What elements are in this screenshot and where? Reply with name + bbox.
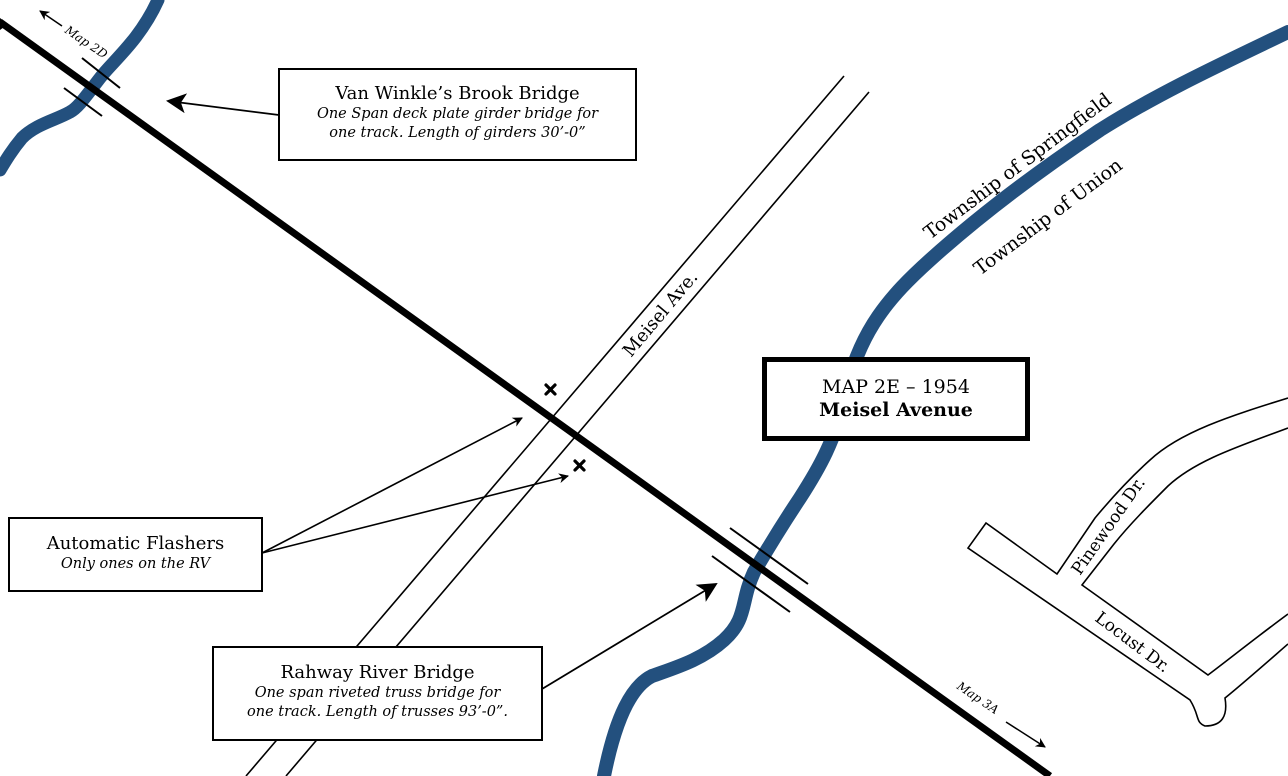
railroad-end-cap <box>0 18 8 30</box>
van-winkle-title: Van Winkle’s Brook Bridge <box>335 83 580 104</box>
locust-dr-label: Locust Dr. <box>1091 608 1174 677</box>
map-title-line2: Meisel Avenue <box>819 399 973 421</box>
residential-streets <box>966 397 1288 727</box>
map-title-line1: MAP 2E – 1954 <box>822 376 970 398</box>
rahway-river <box>597 25 1288 776</box>
flasher-arrow-icon-1 <box>261 417 523 554</box>
van-winkle-callout: Van Winkle’s Brook Bridge One Span deck … <box>278 68 637 161</box>
rahway-callout: Rahway River Bridge One span riveted tru… <box>212 646 543 741</box>
flashers-desc: Only ones on the RV <box>60 556 211 572</box>
van-winkle-bridge-marks <box>63 57 121 117</box>
meisel-ave-label: Meisel Ave. <box>619 267 703 361</box>
map-3a-arrow-icon <box>1005 721 1046 748</box>
van-winkle-arrow-icon <box>166 93 280 116</box>
rahway-title: Rahway River Bridge <box>280 662 475 683</box>
flashers-callout: Automatic Flashers Only ones on the RV <box>8 517 263 592</box>
flasher-x-icon-north <box>544 383 557 396</box>
rahway-desc-1: One span riveted truss bridge for <box>254 685 501 701</box>
van-winkle-desc-2: one track. Length of girders 30’-0” <box>329 125 586 141</box>
flasher-x-icon-south <box>573 459 586 472</box>
van-winkles-brook <box>0 0 165 177</box>
rahway-bridge-marks <box>711 527 809 613</box>
township-springfield-label: Township of Springfield <box>920 89 1116 244</box>
map-2d-label: Map 2D <box>61 22 110 61</box>
rahway-desc-2: one track. Length of trusses 93’-0”. <box>247 704 508 720</box>
van-winkle-desc-1: One Span deck plate girder bridge for <box>316 106 599 122</box>
map-title-box: MAP 2E – 1954 Meisel Avenue <box>762 357 1030 441</box>
railroad-line <box>0 19 1053 776</box>
pinewood-dr-label: Pinewood Dr. <box>1068 474 1150 579</box>
rahway-arrow-icon <box>541 582 718 690</box>
flasher-arrow-icon-2 <box>261 473 569 554</box>
flashers-title: Automatic Flashers <box>46 533 225 554</box>
map-2d-arrow-icon <box>39 10 63 27</box>
